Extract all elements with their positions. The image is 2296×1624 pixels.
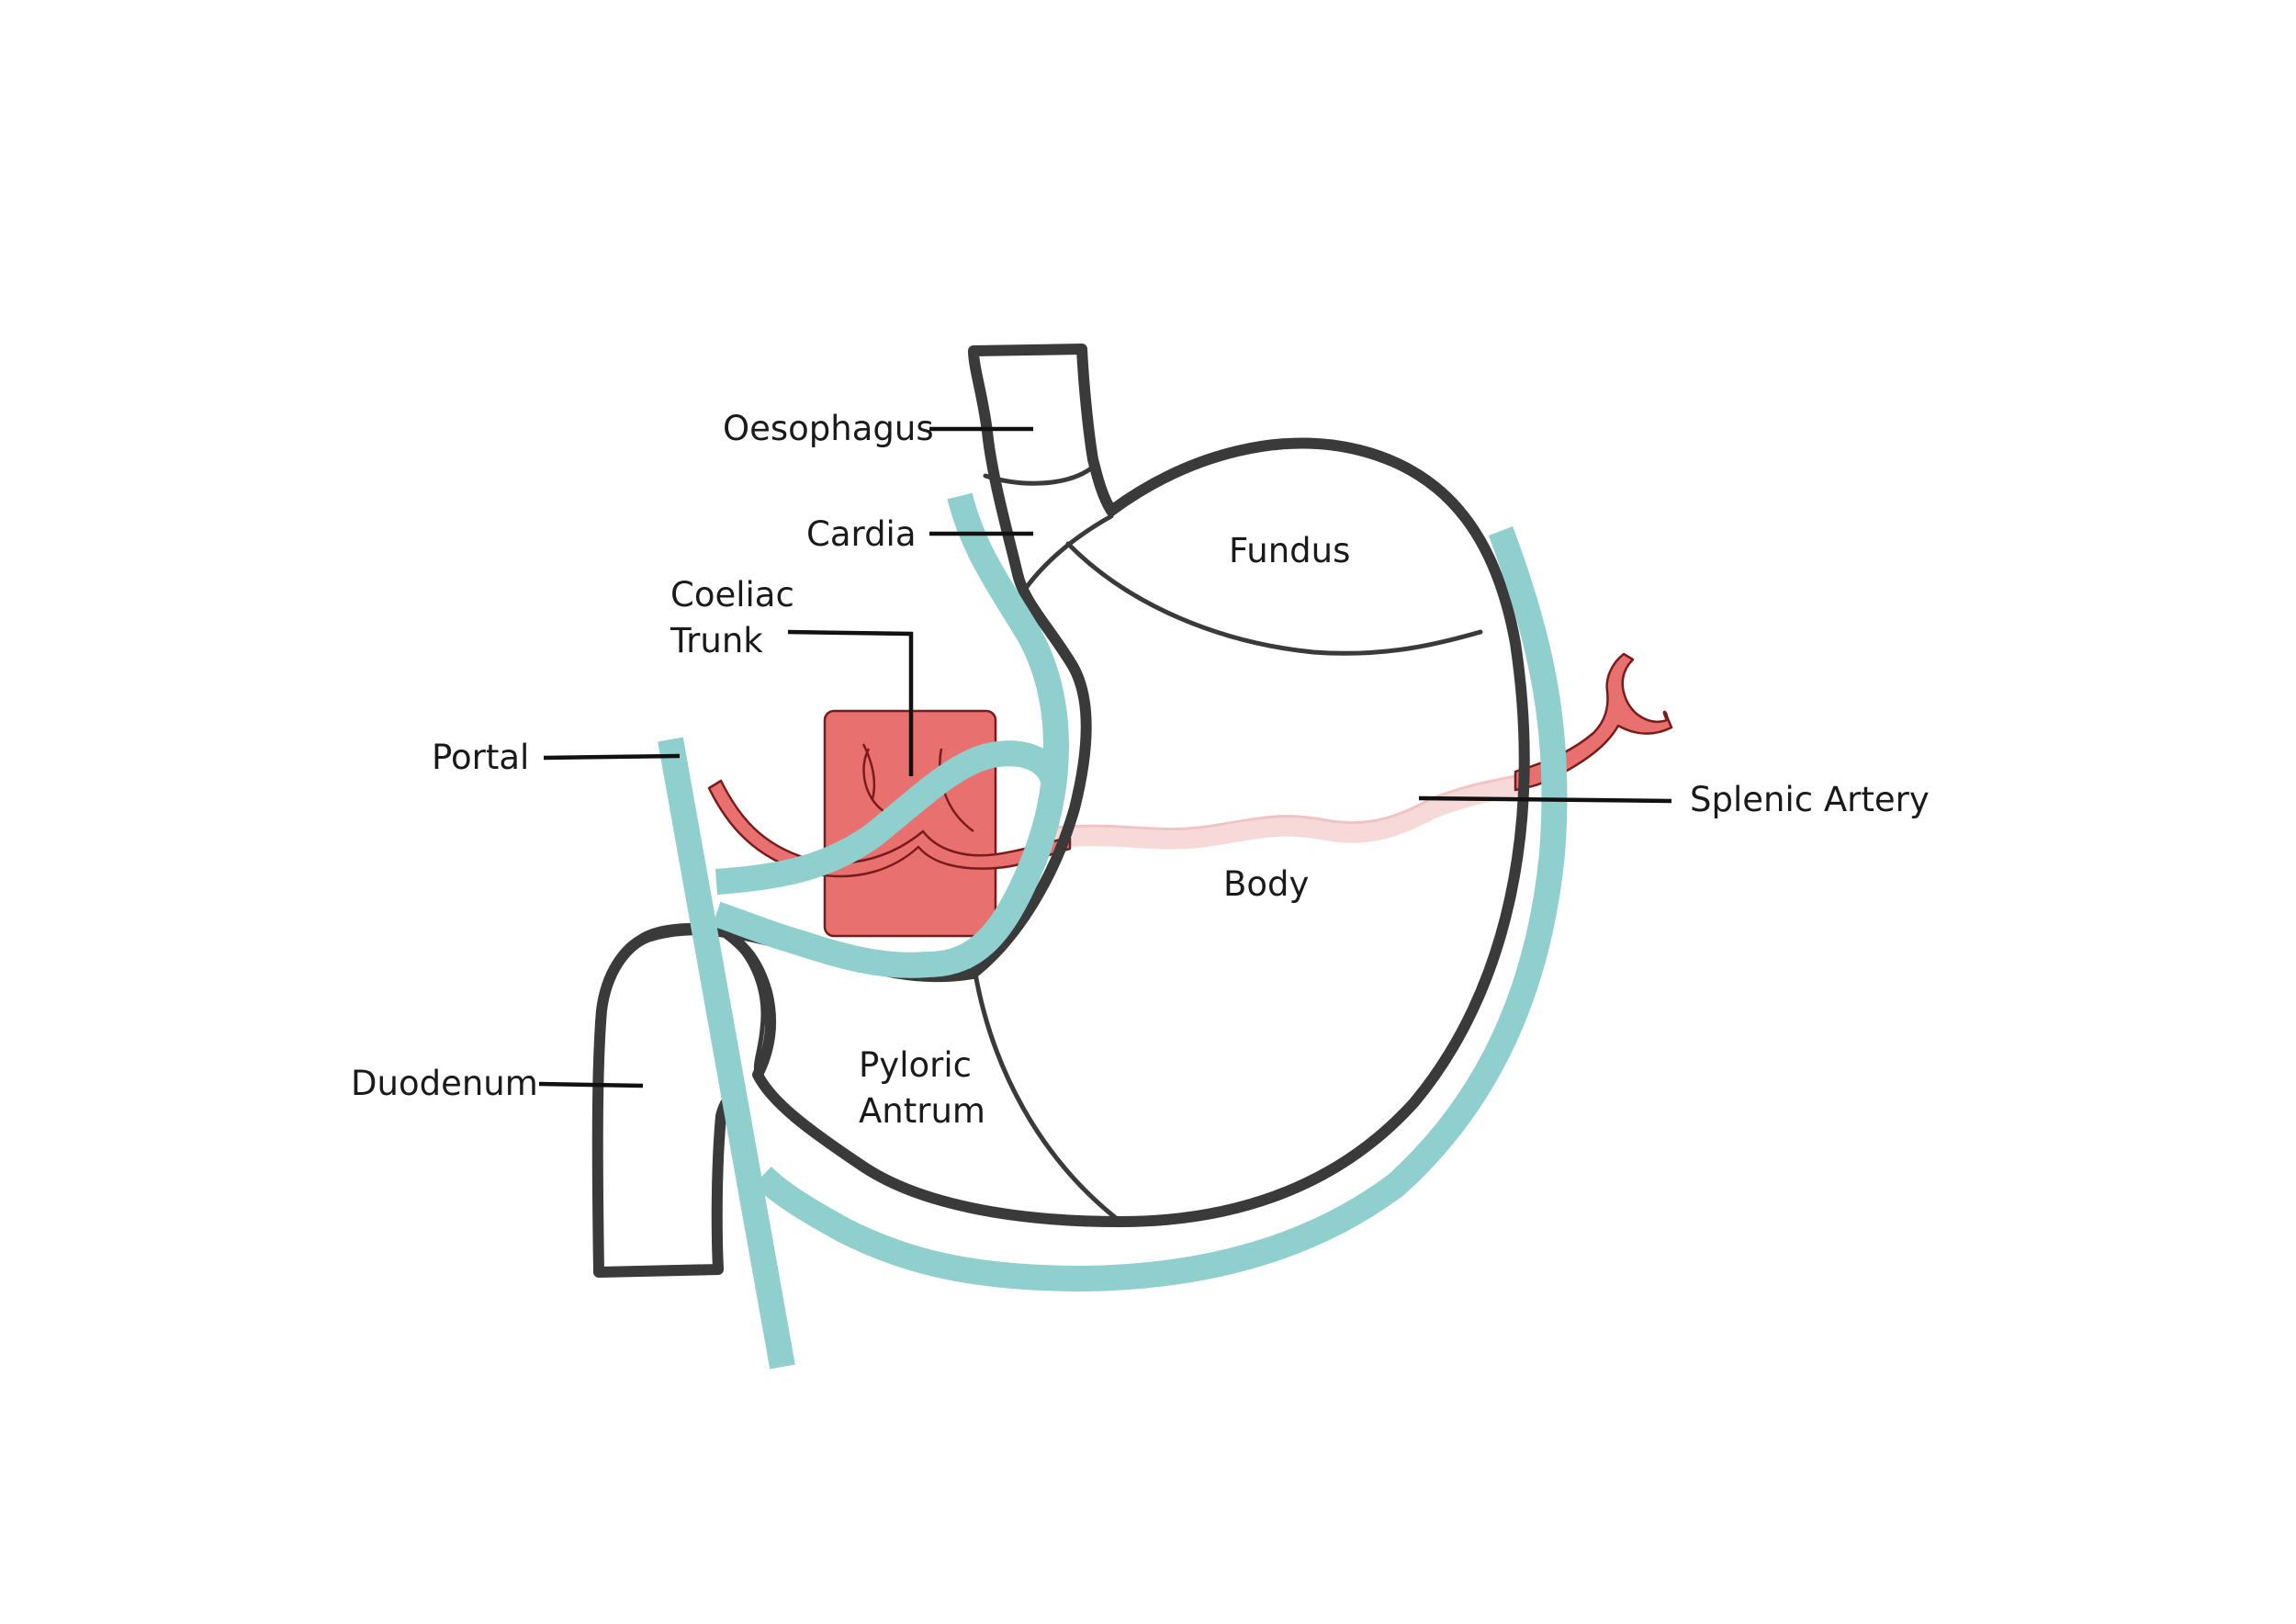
coeliac-trunk-leader [787,629,914,776]
stomach-outline [591,437,1530,1278]
label-body: Body [1223,864,1309,904]
label-pyloric-line1: Pyloric [859,1045,972,1085]
stomach-lesser-curvature [967,344,1117,979]
label-coeliac-line2: Trunk [670,621,763,660]
pyloric-sphincter [723,932,766,1077]
label-fundus: Fundus [1229,531,1350,570]
right-gastric-vein-loop [715,740,1067,895]
cardia-boundary [1017,513,1114,600]
duodenum-leader [538,1081,644,1088]
fundus-boundary [1065,541,1483,656]
label-duodenum: Duodenum [351,1064,538,1103]
splenic-artery-faint [1046,776,1525,850]
gastroepiploic-vein [753,526,1568,1291]
splenic-artery-branch [1514,652,1673,792]
portal-leader [543,753,681,761]
oesophagus-lower-border [983,466,1094,486]
splenic-artery-faint-edge [1055,774,1516,831]
label-pyloric-line2: Antrum [859,1091,985,1131]
label-coeliac-line1: Coeliac [670,575,794,615]
label-portal: Portal [432,738,529,777]
portal-vein [658,737,795,1370]
label-splenic-artery: Splenic Artery [1690,780,1930,819]
label-cardia: Cardia [806,514,917,554]
left-gastric-vein [712,492,1069,978]
pyloric-antrum-boundary [973,971,1123,1224]
splenic-artery-leader [1418,795,1672,804]
label-oesophagus: Oesophagus [723,409,934,448]
